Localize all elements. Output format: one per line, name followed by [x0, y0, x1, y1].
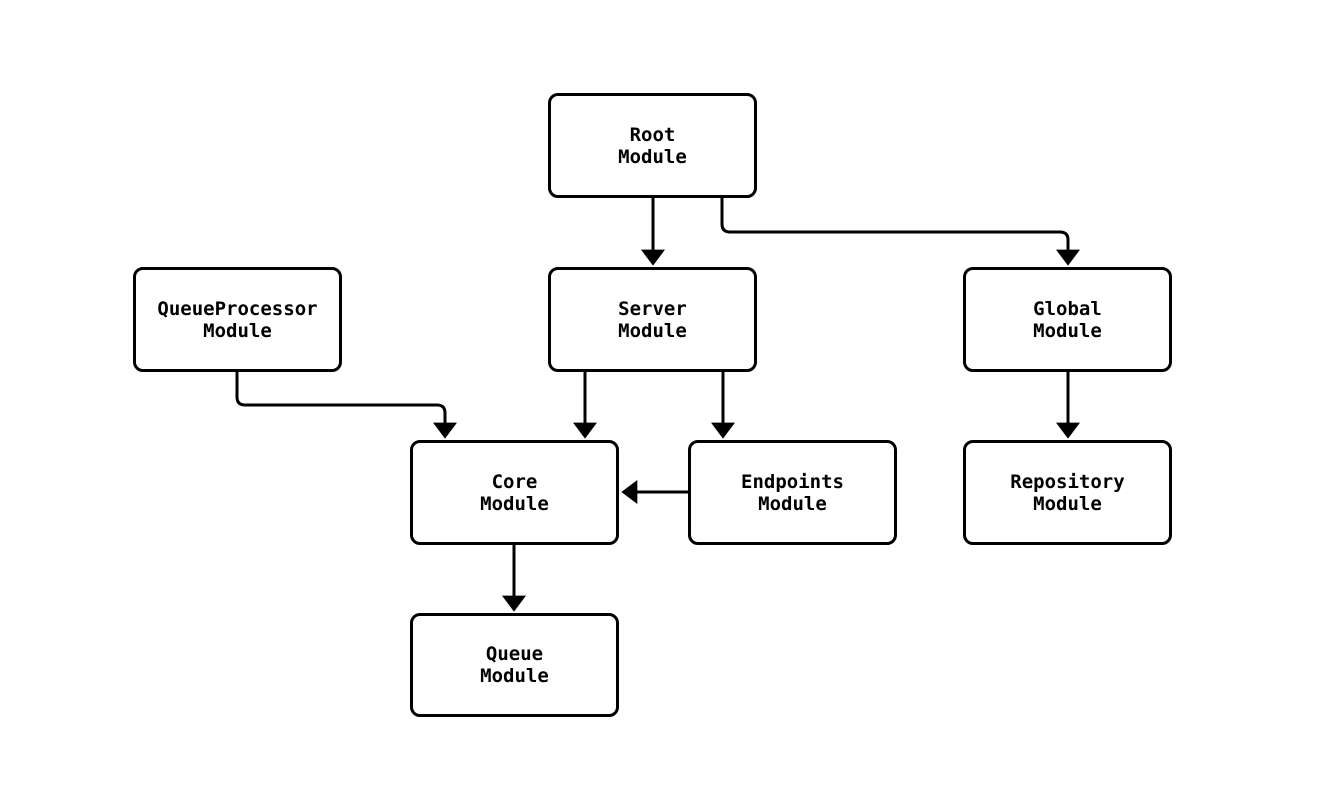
- node-label-line: Module: [480, 665, 549, 687]
- node-label-line: Queue: [485, 643, 544, 665]
- node-label-line: Global: [1033, 297, 1102, 320]
- edge-queueprocessor-to-core: [235, 372, 457, 439]
- edge-root-to-global: [720, 198, 1080, 266]
- node-label-line: Core: [491, 470, 538, 493]
- node-label-line: Module: [758, 492, 827, 515]
- node-label-line: Module: [480, 492, 549, 515]
- node-label-line: QueueProcessor: [157, 297, 318, 320]
- node-label-line: Module: [1033, 492, 1102, 515]
- node-label-line: Root: [629, 123, 676, 146]
- node-label-line: Server: [618, 297, 687, 320]
- node-label-line: Module: [203, 319, 272, 342]
- node-label-line: Module: [618, 319, 687, 342]
- node-label-line: Endpoints: [741, 470, 844, 493]
- node-label-line: Module: [618, 145, 687, 168]
- node-label-line: Repository: [1010, 470, 1125, 493]
- node-label-line: Module: [1033, 319, 1102, 342]
- edge-group: [235, 198, 1080, 612]
